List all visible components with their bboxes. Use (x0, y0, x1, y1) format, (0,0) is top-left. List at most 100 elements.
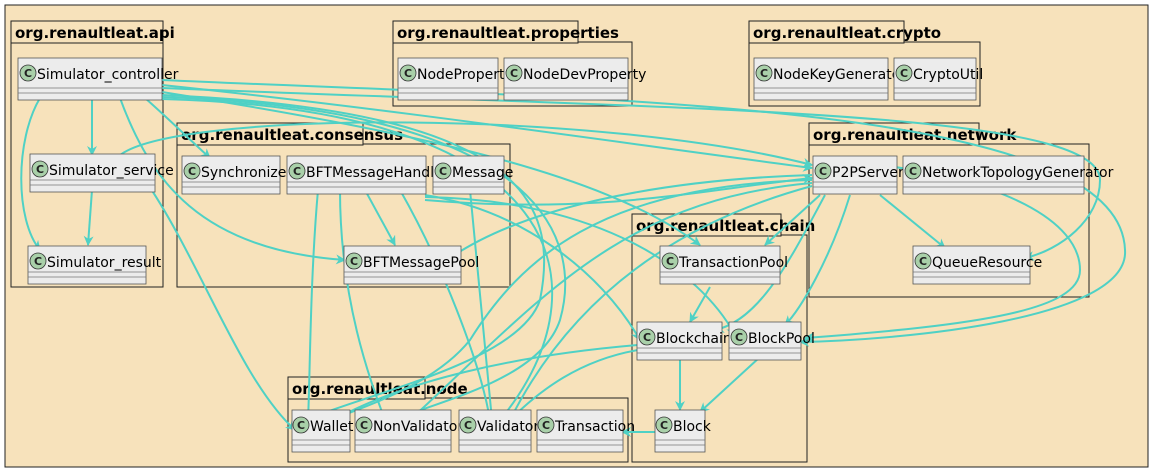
arrow-controller-bftmessagepool (119, 97, 346, 265)
class-name: P2PServer (832, 165, 904, 181)
arrow-handler-bftmessagepool (364, 189, 396, 246)
class-marker-icon: C (735, 331, 743, 344)
package-chain: org.renaultleat.chain (631, 213, 815, 463)
class-simulator-controller[interactable]: C Simulator_controller (17, 57, 179, 101)
class-marker-icon: C (293, 165, 301, 178)
class-marker-icon: C (643, 331, 651, 344)
class-name: Block (673, 419, 712, 435)
class-crypto-util[interactable]: C CryptoUtil (893, 57, 983, 101)
class-marker-icon: C (350, 255, 358, 268)
arrow-controller-synchronizer (144, 97, 211, 159)
class-name: Simulator_result (47, 255, 162, 271)
package-label: org.renaultleat.network (813, 126, 1017, 144)
class-marker-icon: C (760, 67, 768, 80)
arrow-service-p2pserver (119, 121, 813, 168)
class-name: TransactionPool (678, 255, 788, 271)
class-name: Blockchain (656, 331, 732, 347)
class-marker-icon: C (542, 419, 550, 432)
arrow-p2p-bftmessagepool (449, 174, 813, 259)
arrow-controller-transactionpool (161, 91, 701, 246)
arrow-service-result (83, 189, 94, 246)
arrow-controller-nonvalidator (161, 96, 567, 421)
package-consensus: org.renaultleat.consensus (176, 122, 511, 288)
class-simulator-result[interactable]: C Simulator_result (27, 245, 162, 285)
class-transaction-pool[interactable]: C TransactionPool (659, 245, 788, 285)
class-marker-icon: C (510, 67, 518, 80)
package-label: org.renaultleat.properties (397, 24, 619, 42)
class-name: Message (452, 165, 513, 181)
class-name: CryptoUtil (913, 67, 983, 83)
class-name: Wallet (310, 419, 354, 435)
arrow-p2p-blockpool (784, 194, 851, 326)
class-name: Synchronizer (201, 165, 292, 181)
arrow-handler-p2pserver (424, 173, 813, 206)
class-marker-icon: C (909, 165, 917, 178)
class-block[interactable]: C Block (654, 409, 712, 453)
class-network-topology-generator[interactable]: C NetworkTopologyGenerator (902, 155, 1114, 195)
arrow-handler-nonvalidator (339, 189, 387, 421)
arrow-handler-validator (399, 189, 494, 421)
arrow-handler-blockpool (424, 196, 736, 336)
class-name: QueueResource (932, 255, 1042, 271)
class-simulator-service[interactable]: C Simulator_service (29, 153, 174, 193)
class-marker-icon: C (919, 255, 927, 268)
arrow-p2p-validator (509, 185, 813, 421)
class-validator[interactable]: C Validator (458, 409, 539, 453)
class-name: Simulator_service (49, 163, 174, 179)
class-node-key-generator[interactable]: C NodeKeyGenerator (753, 57, 906, 101)
class-block-pool[interactable]: C BlockPool (728, 321, 815, 361)
class-name: NodeDevProperty (523, 67, 646, 83)
class-transaction[interactable]: C Transaction (536, 409, 635, 453)
class-marker-icon: C (34, 255, 42, 268)
class-marker-icon: C (36, 163, 44, 176)
class-non-validator[interactable]: C NonValidator (354, 409, 463, 453)
package-label: org.renaultleat.crypto (753, 24, 941, 42)
package-network: org.renaultleat.network (808, 122, 1090, 298)
class-name: BlockPool (748, 331, 815, 347)
class-name: NodeKeyGenerator (773, 67, 906, 83)
class-p2p-server[interactable]: C P2PServer (812, 155, 904, 195)
class-node-dev-property[interactable]: C NodeDevProperty (503, 57, 646, 101)
class-name: NodeProperty (417, 67, 513, 83)
arrow-controller-result (20, 97, 41, 251)
class-bft-message-pool[interactable]: C BFTMessagePool (343, 245, 479, 285)
class-marker-icon: C (660, 419, 668, 432)
class-marker-icon: C (24, 67, 32, 80)
class-wallet[interactable]: C Wallet (291, 409, 354, 453)
package-crypto: org.renaultleat.crypto (748, 20, 981, 107)
class-blockchain[interactable]: C Blockchain (636, 321, 732, 361)
package-properties: org.renaultleat.properties (392, 20, 633, 107)
class-marker-icon: C (404, 67, 412, 80)
arrow-p2p-queueresource (879, 194, 946, 249)
package-label: org.renaultleat.node (292, 380, 468, 398)
package-label: org.renaultleat.consensus (181, 126, 403, 144)
class-marker-icon: C (439, 165, 447, 178)
class-marker-icon: C (666, 255, 674, 268)
arrow-message-validator (469, 189, 497, 421)
arrow-service-wallet (144, 179, 296, 431)
class-marker-icon: C (464, 419, 472, 432)
class-name: Transaction (554, 419, 635, 435)
class-queue-resource[interactable]: C QueueResource (912, 245, 1042, 285)
class-bft-message-handler[interactable]: C BFTMessageHandler (286, 155, 449, 195)
class-name: BFTMessagePool (363, 255, 479, 271)
class-name: BFTMessageHandler (306, 165, 449, 181)
package-label: org.renaultleat.chain (636, 217, 815, 235)
arrow-p2p-transactionpool (764, 194, 821, 246)
arrow-handler-wallet (303, 189, 319, 421)
arrow-blockpool-block (699, 356, 761, 413)
class-name: NonValidator (373, 419, 463, 435)
arrow-p2p-nonvalidator (409, 182, 813, 421)
class-marker-icon: C (819, 165, 827, 178)
class-node-property[interactable]: C NodeProperty (397, 57, 513, 101)
class-name: Validator (477, 419, 539, 435)
class-message[interactable]: C Message (432, 155, 513, 195)
class-name: NetworkTopologyGenerator (922, 165, 1114, 181)
package-label: org.renaultleat.api (15, 24, 175, 42)
class-synchronizer[interactable]: C Synchronizer (181, 155, 292, 195)
class-marker-icon: C (188, 165, 196, 178)
class-marker-icon: C (900, 67, 908, 80)
class-marker-icon: C (360, 419, 368, 432)
